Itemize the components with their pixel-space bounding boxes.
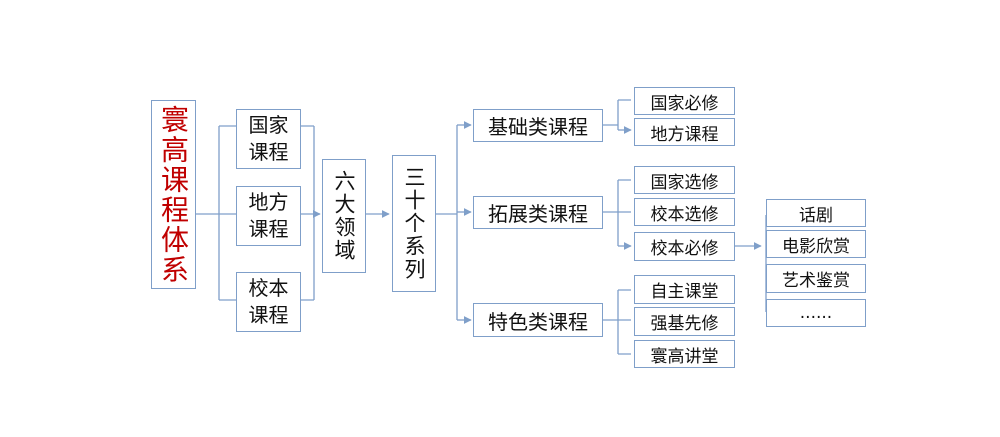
item-label: 地方课程 [650,124,719,145]
six-domains-node: 六大领域 [322,159,366,273]
category-extended: 拓展类课程 [473,196,603,229]
item-school-elective: 校本选修 [634,198,735,226]
six-domains-label: 六大领域 [332,170,356,262]
root-label: 寰高课程体系 [157,104,190,285]
item-huangao-lecture: 寰高讲堂 [634,340,735,368]
elective-film: 电影欣赏 [766,230,866,258]
category-featured-label: 特色类课程 [488,309,588,334]
elective-more: ...... [766,299,866,327]
elective-label: 话剧 [799,205,833,226]
elective-label: 电影欣赏 [782,236,850,257]
root-node: 寰高课程体系 [151,100,196,289]
level-node-local: 地方 课程 [236,186,301,246]
levels-to-domains-connector [301,125,315,301]
item-label: 自主课堂 [650,282,719,302]
thirty-series-label: 三十个系列 [402,166,426,281]
level-node-national: 国家 课程 [236,109,301,169]
elective-label: ...... [799,303,833,323]
level-label-national: 国家 课程 [248,113,289,164]
category-extended-label: 拓展类课程 [488,202,588,226]
item-local-course: 地方课程 [634,118,735,146]
level-label-school: 校本 课程 [248,276,289,327]
electives-connector [765,215,767,312]
category-1-connector [603,99,631,130]
category-basic-label: 基础类课程 [488,115,588,139]
elective-art: 艺术鉴赏 [766,264,866,293]
item-school-compulsory: 校本必修 [634,232,735,261]
root-to-levels-connector [196,125,236,301]
elective-label: 艺术鉴赏 [782,271,850,291]
item-label: 校本选修 [650,204,719,225]
item-label: 强基先修 [650,314,719,334]
item-strong-foundation: 强基先修 [634,307,735,336]
category-featured: 特色类课程 [473,303,603,337]
item-national-compulsory: 国家必修 [634,87,735,115]
elective-drama: 话剧 [766,199,866,227]
item-autonomous-class: 自主课堂 [634,275,735,304]
item-label: 国家必修 [650,93,719,114]
series-to-categories-connector [436,125,458,320]
item-label: 寰高讲堂 [650,346,719,367]
item-label: 校本必修 [650,239,719,259]
thirty-series-node: 三十个系列 [392,155,436,292]
category-basic: 基础类课程 [473,109,603,142]
level-node-school: 校本 课程 [236,272,301,332]
category-3-connector [603,289,631,355]
category-2-connector [603,179,631,246]
item-label: 国家选修 [650,172,719,193]
level-label-local: 地方 课程 [248,190,289,241]
item-national-elective: 国家选修 [634,166,735,194]
